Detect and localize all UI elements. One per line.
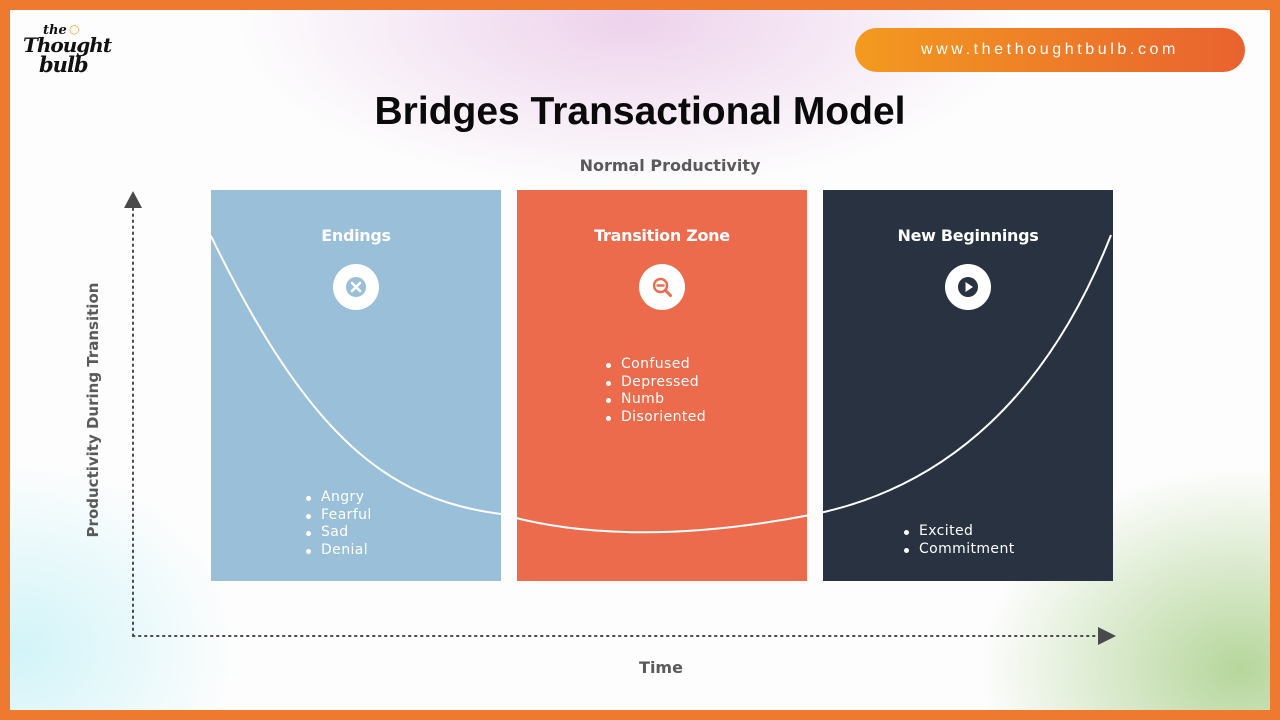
phase-panel-endings: Endings Angry Fearful Sad Denial	[211, 190, 501, 581]
list-item: Disoriented	[605, 409, 706, 427]
x-axis-label: Time	[639, 658, 683, 677]
lightbulb-icon: ○	[69, 22, 80, 36]
phase-title: Endings	[321, 226, 391, 245]
list-item: Excited	[903, 523, 1015, 541]
close-circle-icon	[333, 264, 379, 310]
phase-feelings-list: Confused Depressed Numb Disoriented	[605, 356, 706, 426]
phase-feelings-list: Angry Fearful Sad Denial	[305, 489, 372, 559]
play-icon	[945, 264, 991, 310]
zoom-out-icon	[639, 264, 685, 310]
phase-title: New Beginnings	[897, 226, 1039, 245]
website-url-badge[interactable]: www.thethoughtbulb.com	[855, 28, 1245, 72]
logo-word-the: the	[43, 23, 67, 38]
list-item: Commitment	[903, 541, 1015, 559]
list-item: Confused	[605, 356, 706, 374]
phase-title: Transition Zone	[594, 226, 730, 245]
y-axis-arrow-icon	[124, 191, 142, 208]
list-item: Numb	[605, 391, 706, 409]
x-axis-arrow-icon	[1098, 627, 1116, 645]
phase-panel-transition-zone: Transition Zone Confused Depressed Numb …	[517, 190, 807, 581]
slide-title: Bridges Transactional Model	[374, 90, 906, 133]
phase-panel-new-beginnings: New Beginnings Excited Commitment	[823, 190, 1113, 581]
list-item: Angry	[305, 489, 372, 507]
list-item: Depressed	[605, 374, 706, 392]
phase-feelings-list: Excited Commitment	[903, 523, 1015, 558]
thethoughtbulb-logo: the ○ Thought bulb	[23, 22, 112, 84]
list-item: Denial	[305, 542, 372, 560]
logo-word-thought: Thought	[23, 33, 112, 57]
slide: the ○ Thought bulb www.thethoughtbulb.co…	[10, 10, 1270, 710]
productivity-curve-line	[210, 234, 1112, 534]
normal-productivity-label: Normal Productivity	[579, 156, 761, 175]
axes	[124, 191, 1116, 645]
list-item: Fearful	[305, 507, 372, 525]
logo-word-bulb: bulb	[39, 52, 89, 77]
productivity-curve	[210, 234, 1112, 534]
list-item: Sad	[305, 524, 372, 542]
